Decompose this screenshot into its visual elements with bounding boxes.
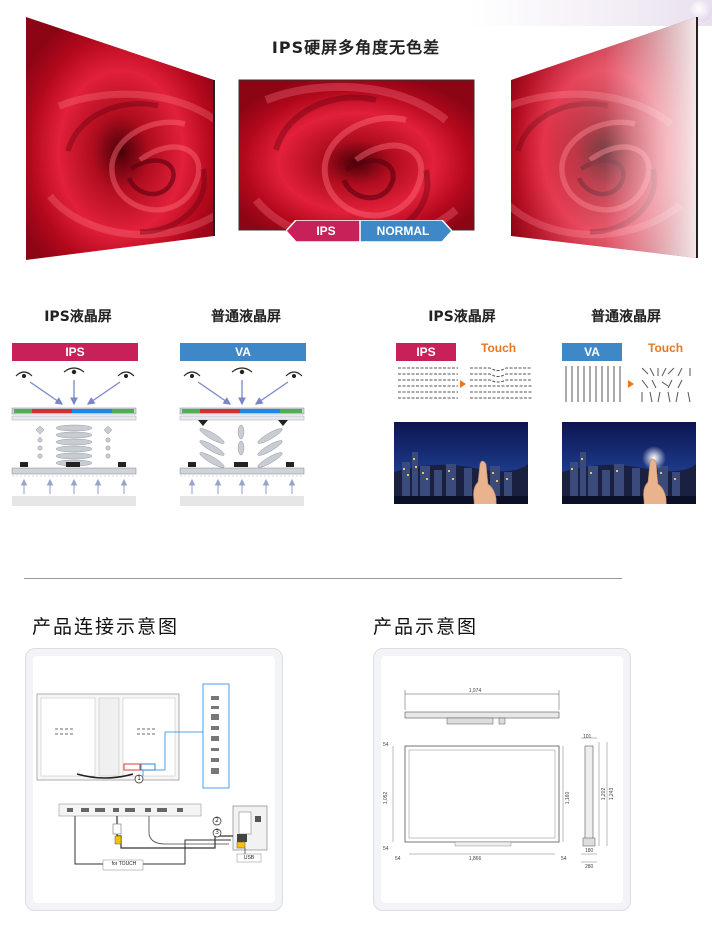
ips-tag-label: IPS [316,224,336,238]
marker-2: 2 [215,817,219,824]
connection-diagram-title: 产品连接示意图 [32,616,180,638]
va-lcd-label-2: 普通液晶屏 [591,309,661,325]
va-badge-2: VA [562,343,622,361]
ips-touch-photo [394,422,528,504]
marker-3: 3 [215,829,219,836]
dim-54-b2: 54 [561,856,567,862]
ips-badge-2: IPS [396,343,456,361]
va-badge: VA [180,343,306,361]
dim-180: 180 [585,848,594,854]
product-diagram: 1,974 1,866 1,052 1,160 101 1,202 1,243 … [381,656,623,903]
normal-tag-label: NORMAL [376,224,430,238]
touch-line-diagrams [398,366,691,403]
banner-title: IPS硬屏多角度无色差 [271,38,441,57]
va-touch-photo [562,422,696,504]
usb-label: USB [243,855,255,861]
for-touch-label: for TOUCH [111,861,137,867]
dim-280: 280 [585,864,594,870]
corner-orb-decoration [690,0,712,22]
silk-panels [26,17,698,260]
touch-label-va: Touch [648,341,684,355]
dim-101: 101 [583,734,592,740]
dim-1202: 1,202 [601,788,607,801]
ips-lcd-label: IPS液晶屏 [44,309,112,325]
dim-54-bl: 54 [383,846,389,852]
dim-54-tl: 54 [383,742,389,748]
corner-decoration [470,0,712,26]
normal-tag [360,220,452,242]
ips-tag [286,220,360,242]
dim-54-b1: 54 [395,856,401,862]
connection-diagram [33,656,275,903]
marker-1: 1 [137,775,141,782]
va-lcd-label: 普通液晶屏 [211,309,281,325]
dim-width-top: 1,974 [469,688,482,694]
lc-structure-diagrams [11,367,305,506]
section-divider [24,578,622,579]
ips-badge: IPS [12,343,138,361]
ips-lcd-label-2: IPS液晶屏 [428,309,496,325]
product-diagram-title: 产品示意图 [373,616,479,638]
dim-inner-width: 1,866 [469,856,482,862]
dim-1243: 1,243 [609,788,615,801]
dim-height-left: 1,052 [383,792,389,805]
touch-label-ips: Touch [481,341,517,355]
dim-height-mid: 1,160 [565,792,571,805]
